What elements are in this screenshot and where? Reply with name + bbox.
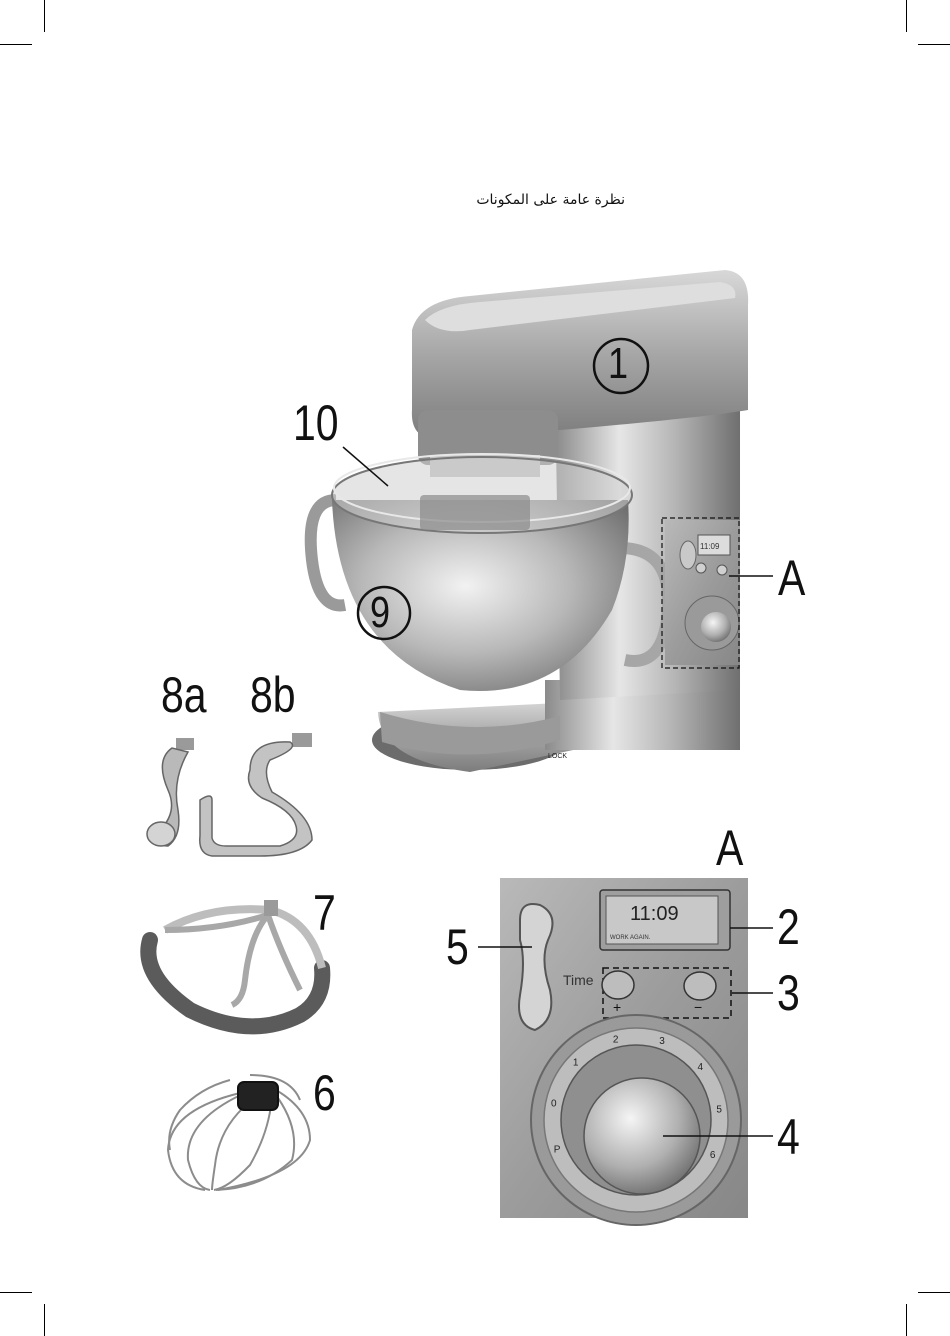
dial-mark: 5	[716, 1104, 722, 1115]
mixer-control-panel: 11:09	[662, 518, 740, 668]
minus-symbol: −	[694, 999, 702, 1015]
display-time: 11:09	[630, 903, 679, 925]
dough-hook-8b	[200, 733, 312, 856]
callout-6: 6	[313, 1068, 336, 1118]
callout-5: 5	[446, 922, 469, 972]
callout-8a: 8a	[161, 670, 207, 720]
balloon-whisk-6	[168, 1075, 310, 1190]
dial-mark: 0	[551, 1099, 557, 1110]
callout-2: 2	[777, 902, 800, 952]
callout-8b: 8b	[250, 670, 296, 720]
dial-mark: 6	[710, 1150, 716, 1161]
lock-label: LOCK	[548, 753, 567, 760]
small-display-readout: 11:09	[700, 542, 720, 551]
dial-mark: 2	[613, 1035, 619, 1046]
callout-1: 1	[608, 342, 628, 386]
control-panel-detail: 11:09 WORK AGAIN. Time + − P 0 1 2 3 4 5 6	[500, 878, 748, 1225]
flat-beater-7	[148, 900, 322, 1026]
dial-mark: P	[554, 1145, 561, 1156]
callout-10: 10	[293, 398, 339, 448]
plus-symbol: +	[613, 999, 621, 1015]
mixer-base: LOCK	[372, 680, 740, 772]
callout-3: 3	[777, 968, 800, 1018]
dial-mark: 3	[659, 1036, 665, 1047]
time-label: Time	[563, 972, 594, 988]
callout-a-main: A	[778, 553, 805, 603]
callout-4: 4	[777, 1112, 800, 1162]
callout-7: 7	[313, 888, 336, 938]
display-message: WORK AGAIN.	[610, 935, 651, 941]
dial-mark: 1	[573, 1058, 579, 1069]
callout-a-detail: A	[716, 823, 743, 873]
callout-9: 9	[370, 591, 390, 635]
dough-hook-8a	[147, 738, 194, 846]
dial-mark: 4	[698, 1062, 704, 1073]
